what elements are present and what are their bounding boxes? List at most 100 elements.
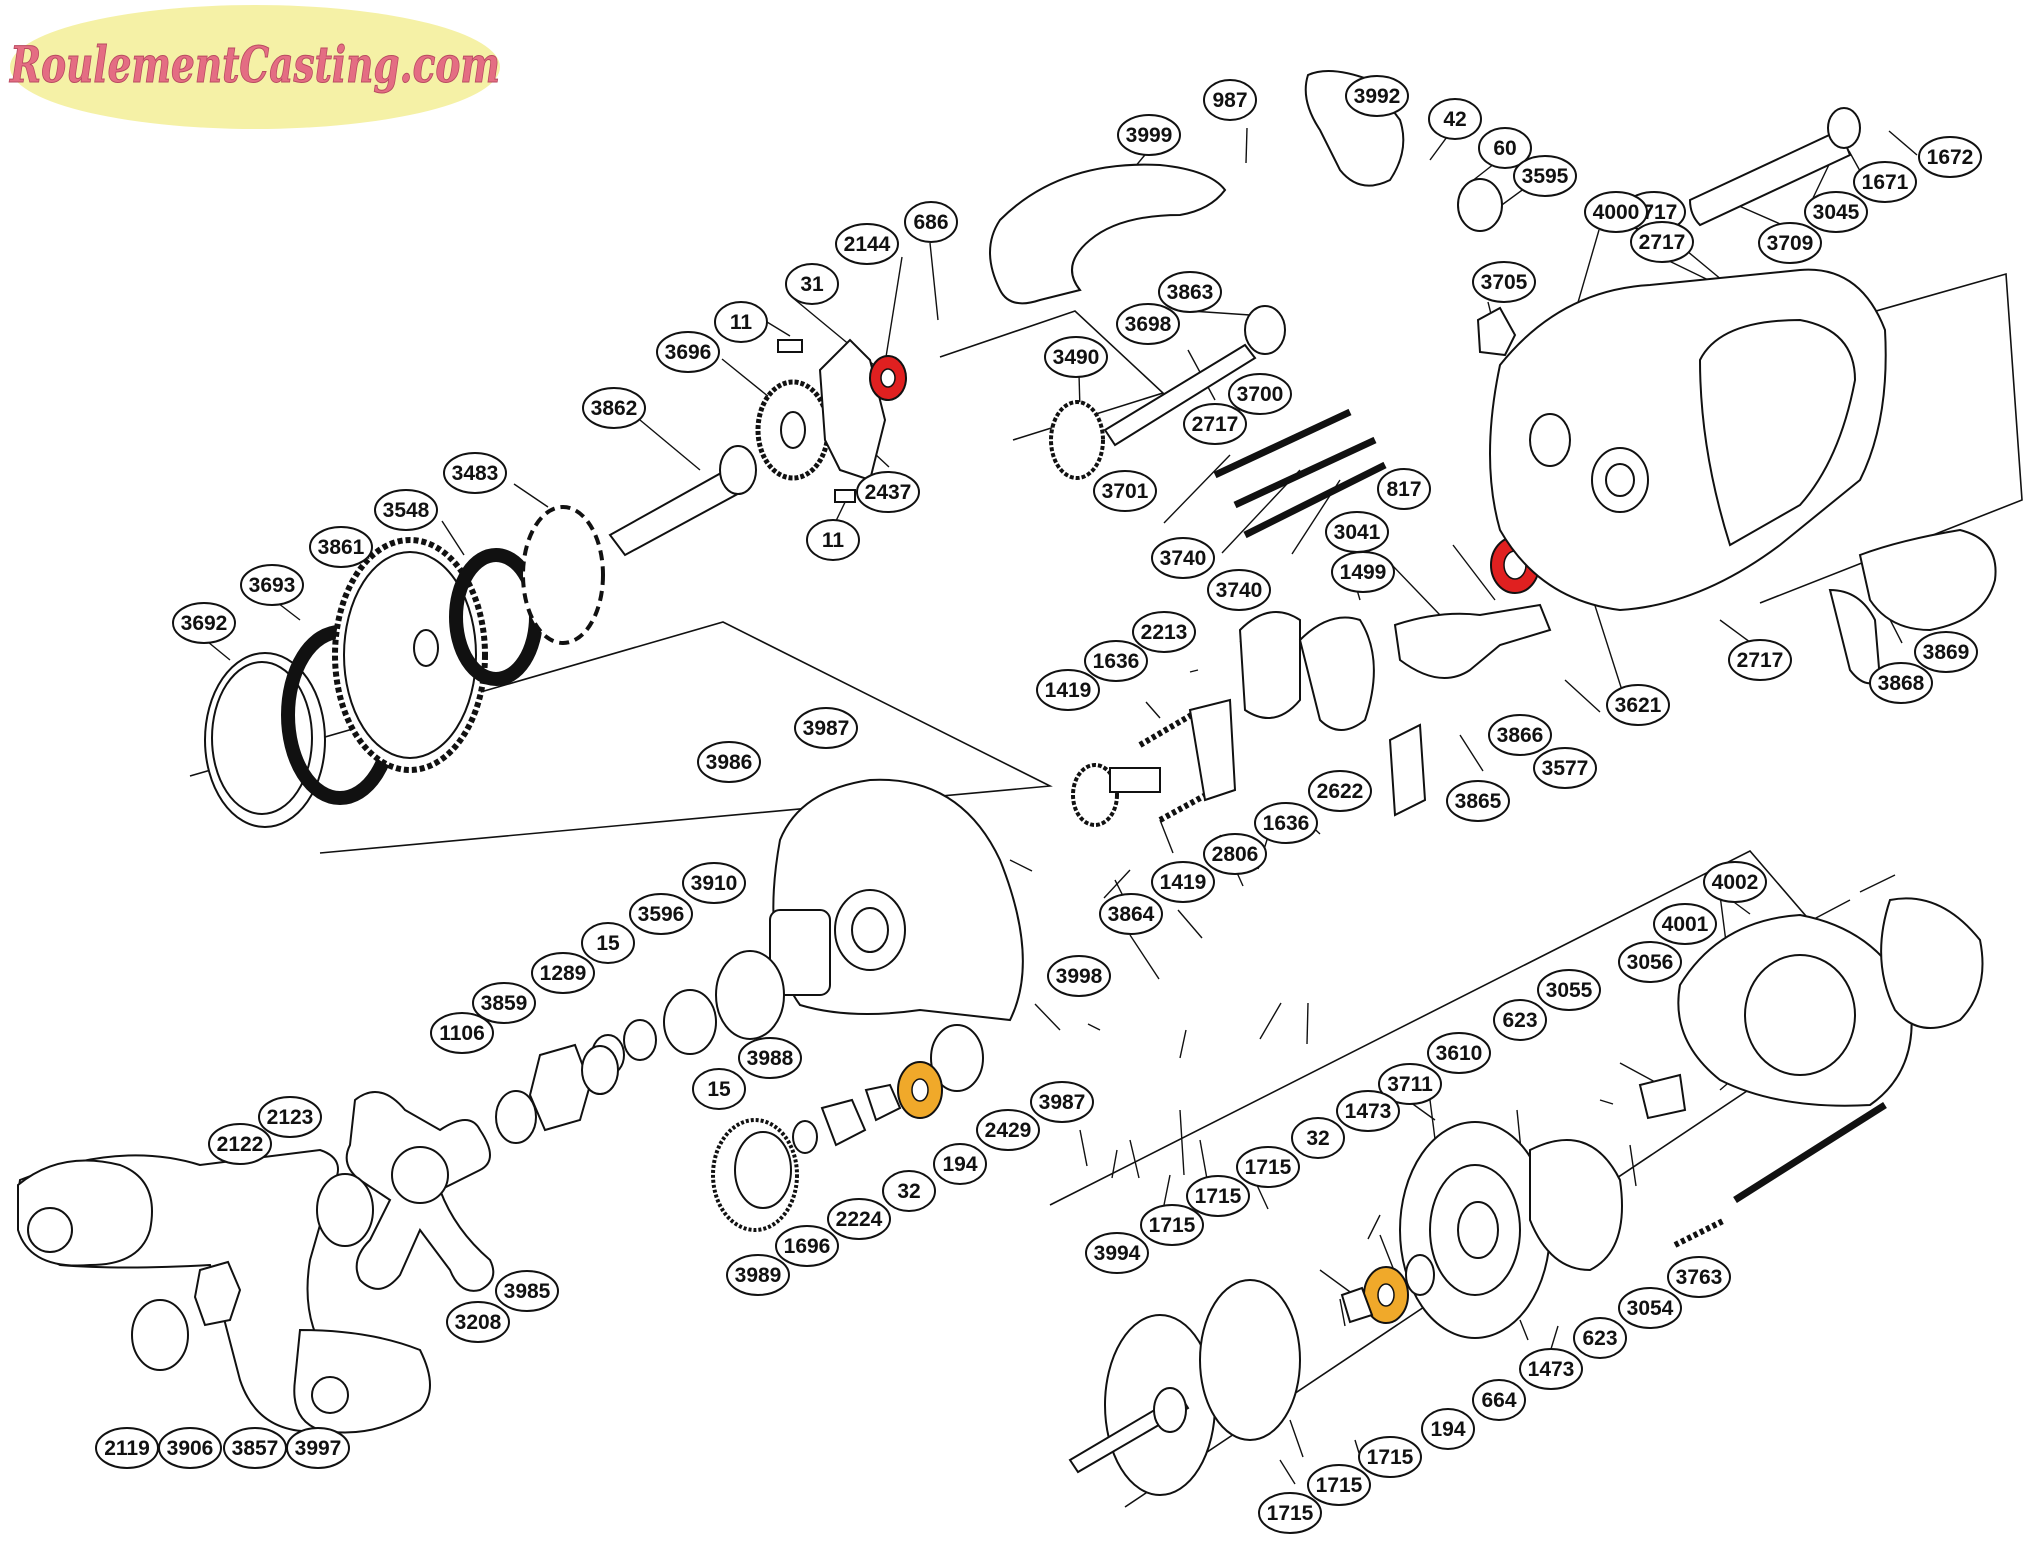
callout-label: 31: [800, 273, 824, 296]
callout-bubble: [208, 1123, 272, 1165]
callout-bubble: [1151, 537, 1215, 579]
callout-bubble: [1618, 1287, 1682, 1329]
callout-32: 32: [882, 1170, 936, 1212]
callout-bubble: [1493, 999, 1547, 1041]
callout-label: 1636: [1263, 812, 1310, 835]
callout-label: 3857: [232, 1437, 279, 1460]
callout-bubble: [240, 564, 304, 606]
callout-label: 3596: [638, 903, 685, 926]
callout-bubble: [682, 862, 746, 904]
callout-label: 3055: [1546, 979, 1593, 1002]
callout-bubble: [775, 1225, 839, 1267]
callout-label: 3992: [1354, 85, 1401, 108]
callout-bubble: [1258, 1492, 1322, 1534]
washer-1696: [792, 1120, 818, 1154]
callout-label: 2213: [1141, 621, 1188, 644]
callout-label: 3763: [1676, 1266, 1723, 1289]
callout-bubble: [1421, 1408, 1475, 1450]
callout-3869: 3869: [1914, 631, 1978, 673]
callout-2144: 2144: [835, 223, 899, 265]
callout-3998: 3998: [1047, 955, 1111, 997]
callout-623: 623: [1573, 1317, 1627, 1359]
callout-label: 3595: [1522, 165, 1569, 188]
callout-3988: 3988: [738, 1037, 802, 1079]
callout-3989: 3989: [726, 1254, 790, 1296]
callout-3208: 3208: [446, 1301, 510, 1343]
handle-knob-lower-hub: [311, 1376, 349, 1414]
guide-rod-3: [1243, 461, 1387, 539]
callout-label: 3054: [1627, 1297, 1674, 1320]
callout-label: 1419: [1160, 871, 1207, 894]
callout-1715: 1715: [1307, 1464, 1371, 1506]
callout-bubble: [158, 1427, 222, 1469]
callout-bubble: [1446, 780, 1510, 822]
washer-1106: [495, 1090, 537, 1144]
callout-bubble: [1630, 221, 1694, 263]
callout-label: 4000: [1593, 201, 1640, 224]
callout-label: 3863: [1167, 281, 1214, 304]
callout-label: 3041: [1334, 521, 1381, 544]
callout-bubble: [1325, 511, 1389, 553]
callout-3610: 3610: [1427, 1032, 1491, 1074]
callout-label: 2429: [985, 1119, 1032, 1142]
callout-bubble: [1472, 261, 1536, 303]
callout-3055: 3055: [1537, 969, 1601, 1011]
callout-label: 1715: [1267, 1502, 1314, 1525]
callout-3045: 3045: [1804, 191, 1868, 233]
callout-bubble: [1703, 861, 1767, 903]
callout-bubble: [1758, 222, 1822, 264]
callout-3864: 3864: [1099, 893, 1163, 935]
callout-2122: 2122: [208, 1123, 272, 1165]
callout-label: 1715: [1195, 1185, 1242, 1208]
callout-4000: 4000: [1584, 191, 1648, 233]
callout-label: 194: [942, 1153, 977, 1176]
callout-31: 31: [785, 263, 839, 305]
callout-1499: 1499: [1331, 551, 1395, 593]
callout-label: 32: [1306, 1127, 1329, 1150]
callout-bubble: [856, 471, 920, 513]
callout-label: 3490: [1053, 346, 1100, 369]
shim-32-spool: [1340, 1286, 1374, 1324]
callout-3705: 3705: [1472, 261, 1536, 303]
callout-bubble: [1036, 669, 1100, 711]
callout-label: 2622: [1317, 780, 1364, 803]
callout-label: 3709: [1767, 232, 1814, 255]
callout-bubble: [1427, 1032, 1491, 1074]
callout-label: 1106: [439, 1022, 485, 1045]
callout-label: 3988: [747, 1047, 794, 1070]
callout-label: 3621: [1615, 694, 1662, 717]
callout-1715: 1715: [1258, 1492, 1322, 1534]
callout-label: 3698: [1125, 313, 1172, 336]
callout-bubble: [1869, 662, 1933, 704]
callout-label: 194: [1430, 1418, 1465, 1441]
logo-background: [10, 5, 500, 129]
callout-label: 664: [1481, 1389, 1516, 1412]
callout-bubble: [374, 489, 438, 531]
callout-bubble: [933, 1143, 987, 1185]
callout-1636: 1636: [1084, 640, 1148, 682]
brake-block: [1476, 306, 1517, 357]
callout-bubble: [531, 952, 595, 994]
callout-bubble: [1378, 1063, 1442, 1105]
handle-assembly: [17, 1043, 592, 1434]
callout-label: 3056: [1627, 951, 1674, 974]
knurled-cap-face: [734, 1131, 792, 1209]
callout-bubble: [1618, 941, 1682, 983]
callout-32: 32: [1291, 1117, 1345, 1159]
washer-15-a: [623, 1019, 657, 1061]
callout-label: 1715: [1316, 1474, 1363, 1497]
callout-3056: 3056: [1618, 941, 1682, 983]
callout-bubble: [1183, 403, 1247, 445]
callout-3700: 3700: [1228, 373, 1292, 415]
callout-3548: 3548: [374, 489, 438, 531]
pinion-gear-bore: [780, 411, 806, 449]
callout-label: 2144: [844, 233, 891, 256]
callout-label: 3208: [455, 1311, 502, 1334]
washer-1289: [581, 1045, 619, 1095]
callout-bubble: [495, 1270, 559, 1312]
callout-194: 194: [933, 1143, 987, 1185]
oring-2429: [930, 1024, 984, 1092]
callout-2717: 2717: [1630, 221, 1694, 263]
spool-assembly: [1068, 897, 1984, 1496]
callout-label: 3700: [1237, 383, 1284, 406]
